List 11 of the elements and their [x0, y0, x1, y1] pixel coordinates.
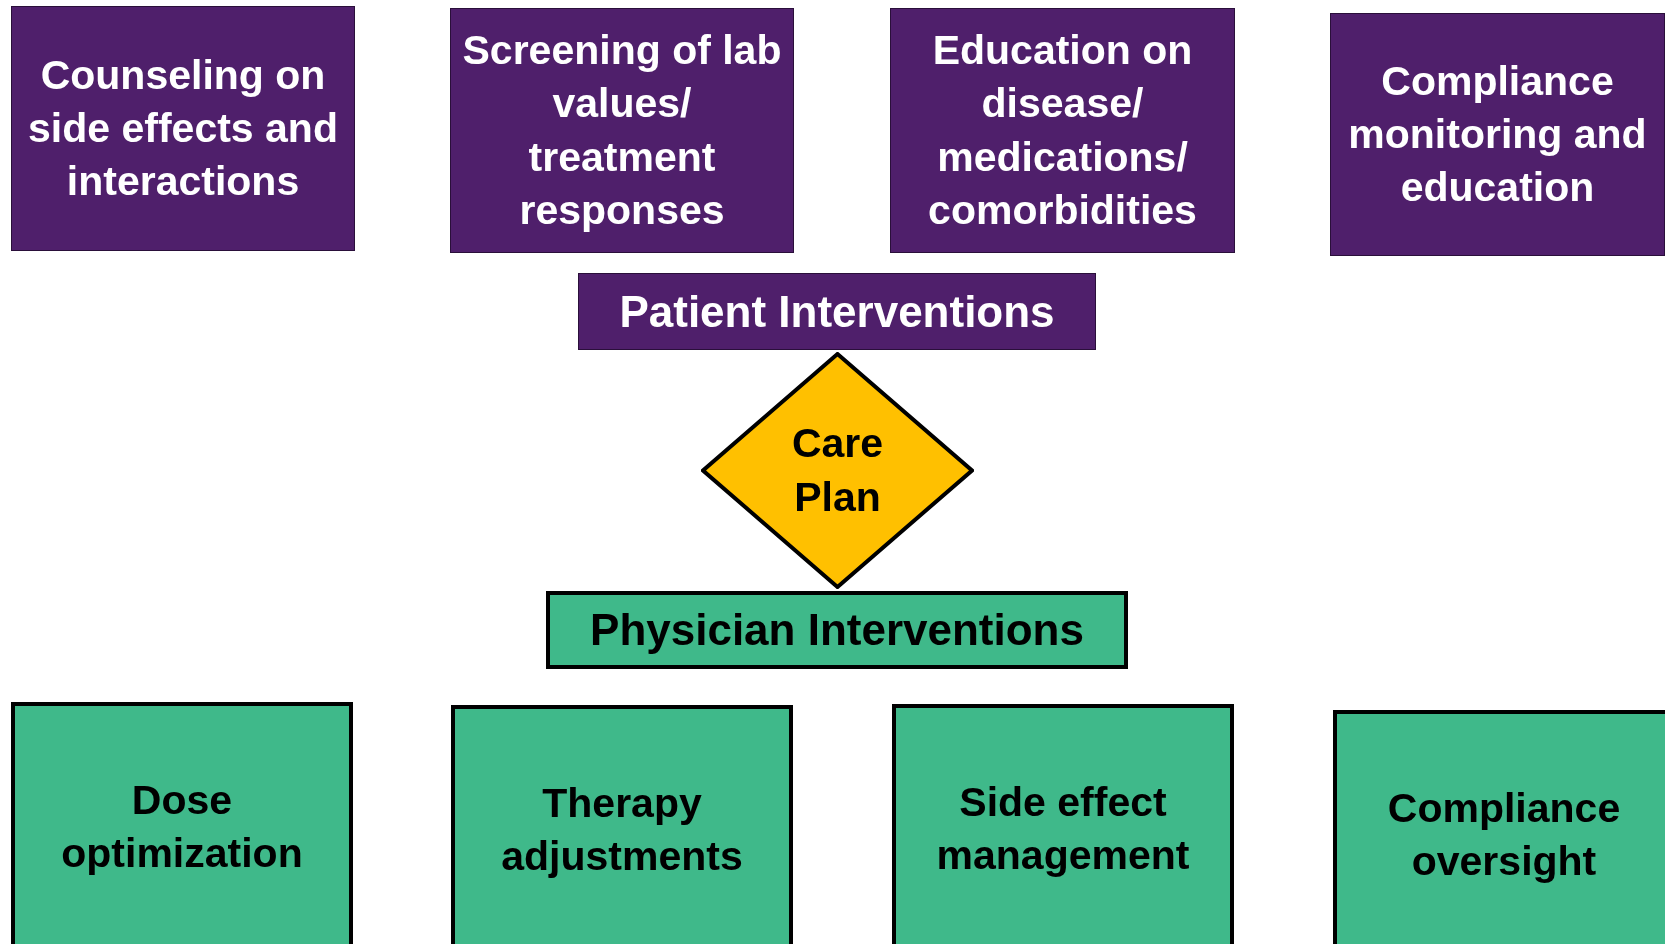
intervention-box: Screening of lab values/ treatment responses — [450, 8, 794, 253]
intervention-box: Compliance oversight — [1333, 710, 1665, 944]
intervention-box: Therapy adjustments — [451, 705, 793, 944]
intervention-box: Compliance monitoring and education — [1330, 13, 1665, 256]
heading-box: Physician Interventions — [546, 591, 1128, 669]
intervention-box: Education on disease/ medications/ comorbidities — [890, 8, 1235, 253]
heading-box: Patient Interventions — [578, 273, 1096, 350]
intervention-box: Side effect management — [892, 704, 1234, 944]
decision-diamond: Care Plan — [701, 352, 974, 589]
intervention-box: Counseling on side effects and interactions — [11, 6, 355, 251]
intervention-box: Dose optimization — [11, 702, 353, 944]
